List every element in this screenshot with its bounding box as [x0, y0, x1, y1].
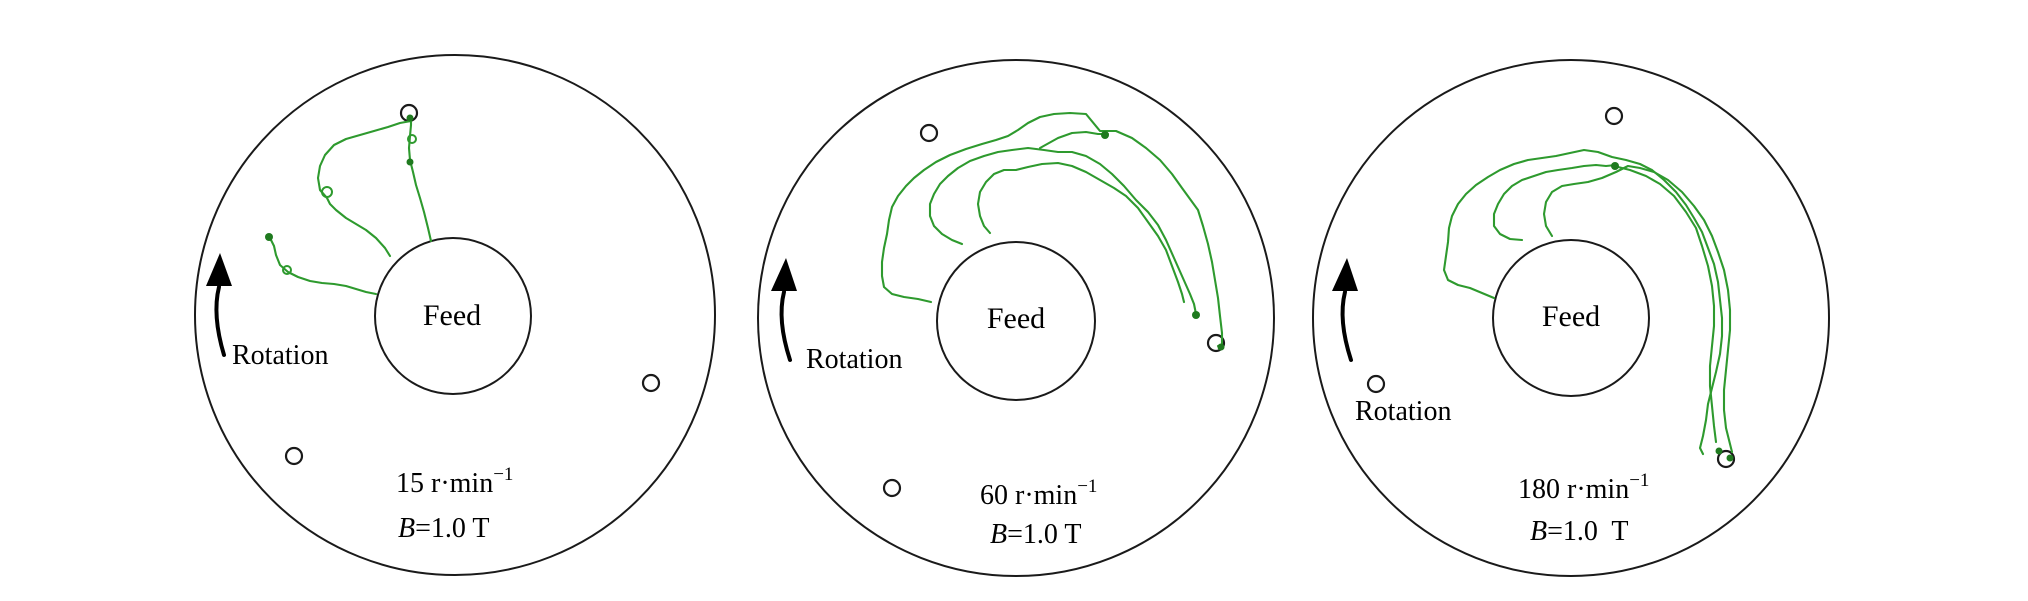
outlet-hole-icon: [641, 373, 661, 393]
curved-arrow-up-icon: [1332, 258, 1358, 362]
speed-label: 15 r·min−1: [396, 464, 513, 499]
feed-circle: [1492, 239, 1650, 397]
field-label: B=1.0 T: [398, 513, 490, 544]
feed-label: Feed: [987, 302, 1045, 335]
speed-label: 60 r·min−1: [980, 476, 1097, 511]
rotation-label: Rotation: [806, 344, 902, 375]
rotation-label: Rotation: [232, 340, 328, 371]
feed-circle: [936, 241, 1096, 401]
field-label: B=1.0 T: [1530, 516, 1629, 547]
particle-trajectories: [265, 114, 433, 296]
panel-3: Feed Rotation 180 r·min−1 B=1.0 T: [1312, 59, 1830, 577]
feed-label: Feed: [1542, 300, 1600, 333]
curved-arrow-up-icon: [206, 253, 232, 357]
feed-circle: [374, 237, 532, 395]
curved-arrow-up-icon: [771, 258, 797, 362]
outer-disk: [757, 59, 1275, 577]
outlet-hole-icon: [284, 446, 304, 466]
outlet-hole-icon: [1604, 106, 1624, 126]
outer-disk: [1312, 59, 1830, 577]
speed-label: 180 r·min−1: [1518, 470, 1649, 505]
panel-2: Feed Rotation 60 r·min−1 B=1.0 T: [757, 59, 1275, 577]
rotation-label: Rotation: [1355, 396, 1451, 427]
particle-trajectories: [880, 111, 1225, 351]
feed-label: Feed: [423, 299, 481, 332]
outlet-hole-icon: [882, 478, 902, 498]
particle-trajectories: [1442, 148, 1734, 462]
outer-disk: [194, 54, 716, 576]
panel-1: Feed Rotation 15 r·min−1 B=1.0 T: [194, 54, 716, 576]
outlet-hole-icon: [1366, 374, 1386, 394]
outlet-hole-icon: [919, 123, 939, 143]
field-label: B=1.0 T: [990, 519, 1082, 550]
